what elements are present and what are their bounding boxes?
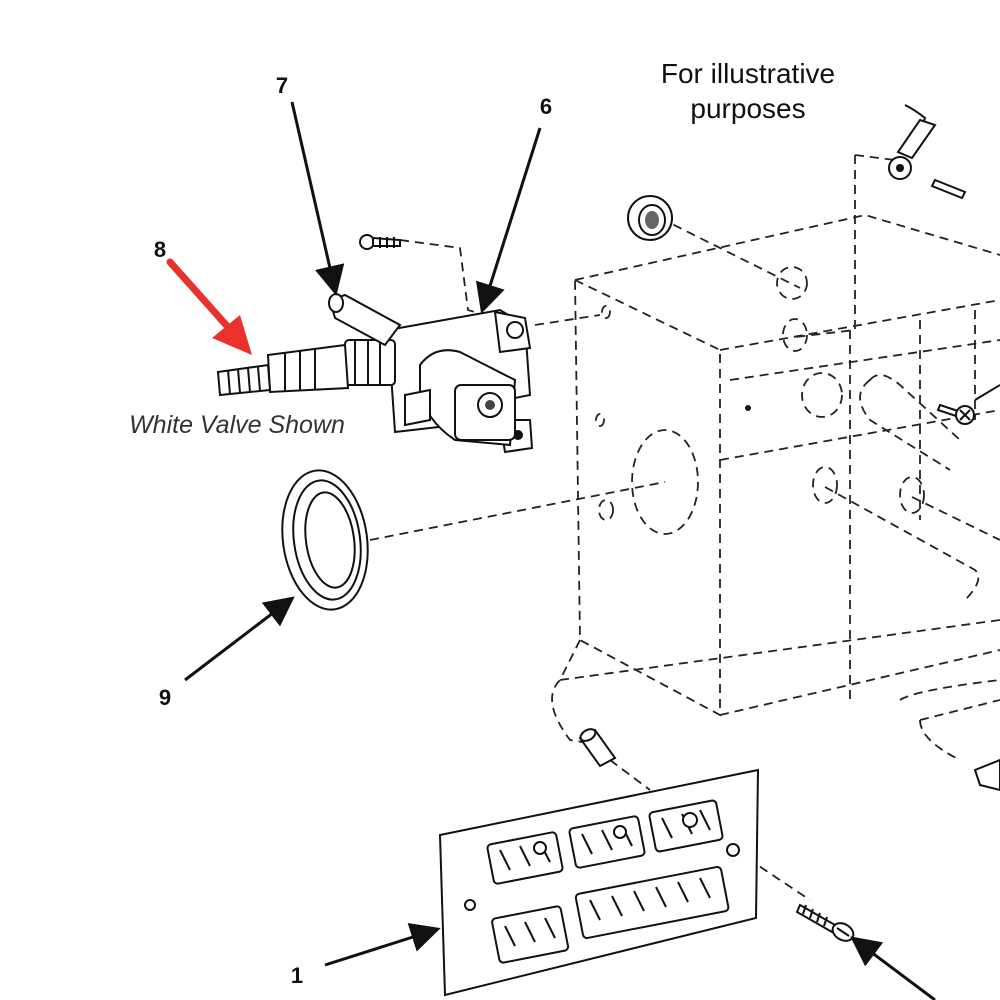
dowel-pin xyxy=(578,728,1000,792)
leader-screw xyxy=(850,936,936,1000)
red-arrow-icon xyxy=(166,258,252,355)
callout-7: 7 xyxy=(276,73,288,98)
terminal-block-1 xyxy=(486,831,564,885)
valve-caption: White Valve Shown xyxy=(129,411,345,439)
callout-9: 9 xyxy=(159,685,171,710)
terminal-block-2 xyxy=(568,815,646,869)
leader-9 xyxy=(184,596,295,682)
grommet xyxy=(627,195,673,241)
callout-6: 6 xyxy=(540,94,552,119)
terminal-board xyxy=(438,768,760,997)
leader-1 xyxy=(324,922,441,967)
board-screw xyxy=(795,903,855,942)
gasket-ring xyxy=(281,469,369,611)
housing-box xyxy=(369,154,1000,901)
leader-lines xyxy=(184,101,936,1000)
terminal-block-3 xyxy=(648,799,724,853)
leader-6 xyxy=(475,127,542,314)
bracket-screw xyxy=(359,234,401,250)
terminal-block-4 xyxy=(491,905,570,964)
terminal-block-5 xyxy=(574,865,730,940)
ground-wire xyxy=(888,104,967,200)
water-valve xyxy=(216,293,534,454)
leader-7 xyxy=(290,101,345,296)
side-screw xyxy=(936,384,1000,425)
callout-1: 1 xyxy=(291,963,303,988)
illustrative-note-line-1: For illustrative xyxy=(661,58,835,89)
callout-8: 8 xyxy=(154,237,166,262)
illustrative-note-line-2: purposes xyxy=(690,93,805,124)
